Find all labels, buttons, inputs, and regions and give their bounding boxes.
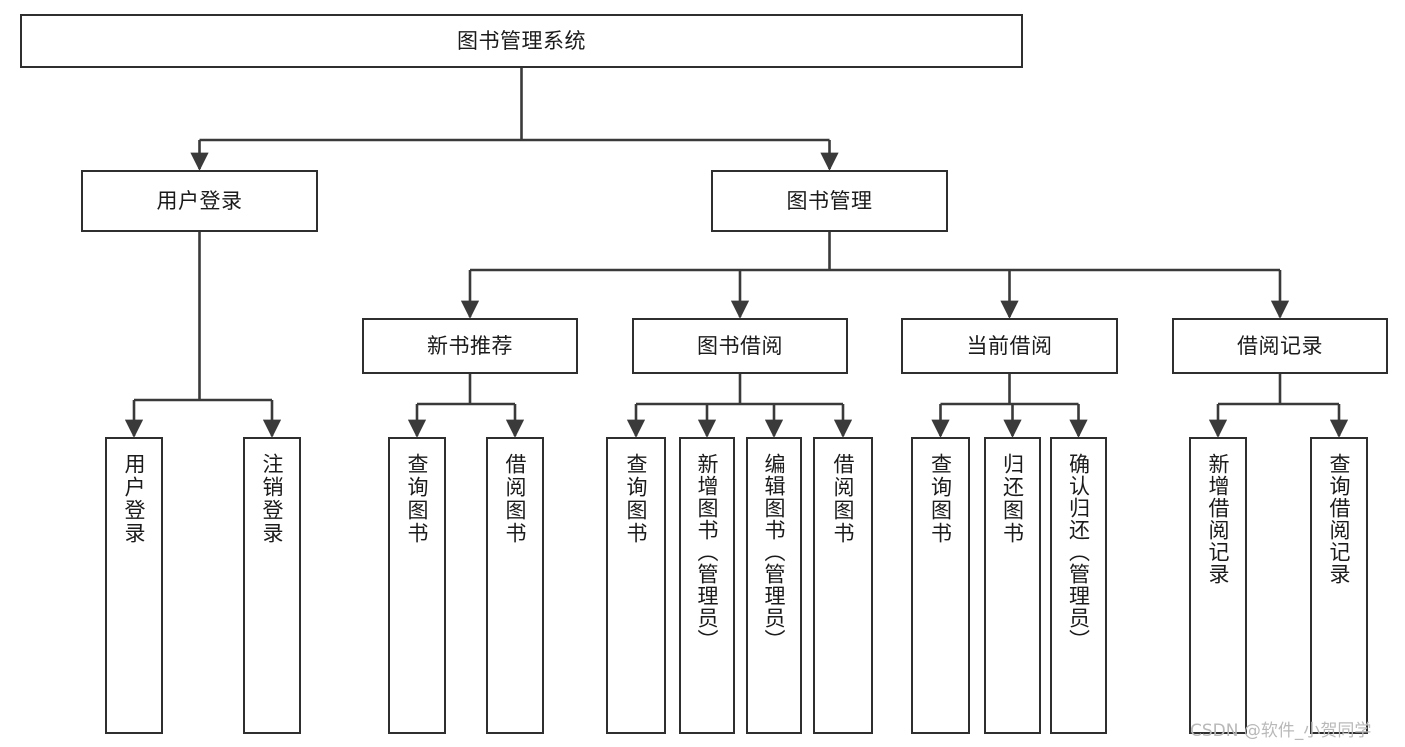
node-label: 查询借阅记录: [1327, 453, 1352, 585]
node-label: 查询图书: [928, 453, 953, 545]
node-label: 确认归还（管理员）: [1066, 453, 1091, 651]
node-current-borrow[interactable]: 当前借阅: [901, 318, 1118, 374]
node-label: 编辑图书（管理员）: [762, 453, 787, 651]
node-book-manage[interactable]: 图书管理: [711, 170, 948, 232]
node-leaf-confirm-return-admin[interactable]: 确认归还（管理员）: [1050, 437, 1107, 734]
node-leaf-user-login[interactable]: 用户登录: [105, 437, 163, 734]
node-borrow-record[interactable]: 借阅记录: [1172, 318, 1388, 374]
node-label: 查询图书: [624, 453, 649, 545]
node-leaf-add-book-admin[interactable]: 新增图书（管理员）: [679, 437, 735, 734]
node-leaf-return-book[interactable]: 归还图书: [984, 437, 1041, 734]
node-label: 借阅图书: [503, 453, 528, 545]
node-root[interactable]: 图书管理系统: [20, 14, 1023, 68]
watermark: CSDN @软件_小贺同学: [1190, 721, 1372, 741]
node-leaf-query-book-current[interactable]: 查询图书: [911, 437, 970, 734]
node-label: 查询图书: [405, 453, 430, 545]
node-book-borrow[interactable]: 图书借阅: [632, 318, 848, 374]
node-label: 当前借阅: [966, 333, 1053, 358]
node-label: 注销登录: [260, 453, 285, 545]
node-label: 新增图书（管理员）: [695, 453, 720, 651]
node-leaf-add-borrow-record[interactable]: 新增借阅记录: [1189, 437, 1247, 734]
node-leaf-borrow-book[interactable]: 借阅图书: [813, 437, 873, 734]
node-leaf-logout-login[interactable]: 注销登录: [243, 437, 301, 734]
node-label: 新书推荐: [427, 333, 513, 358]
node-label: 归还图书: [1000, 453, 1025, 545]
node-label: 用户登录: [156, 188, 243, 213]
node-label: 新增借阅记录: [1206, 453, 1231, 585]
node-label: 图书借阅: [697, 333, 783, 358]
node-label: 图书管理: [786, 188, 873, 213]
node-leaf-query-book-recommend[interactable]: 查询图书: [388, 437, 446, 734]
node-leaf-borrow-book-recommend[interactable]: 借阅图书: [486, 437, 544, 734]
node-leaf-edit-book-admin[interactable]: 编辑图书（管理员）: [746, 437, 802, 734]
node-label: 图书管理系统: [457, 28, 586, 53]
node-leaf-query-book-borrow[interactable]: 查询图书: [606, 437, 666, 734]
node-label: 用户登录: [122, 453, 147, 545]
node-leaf-query-borrow-record[interactable]: 查询借阅记录: [1310, 437, 1368, 734]
node-label: 借阅记录: [1237, 333, 1323, 358]
node-label: 借阅图书: [831, 453, 856, 545]
node-new-book-recommend[interactable]: 新书推荐: [362, 318, 578, 374]
node-user-login[interactable]: 用户登录: [81, 170, 318, 232]
